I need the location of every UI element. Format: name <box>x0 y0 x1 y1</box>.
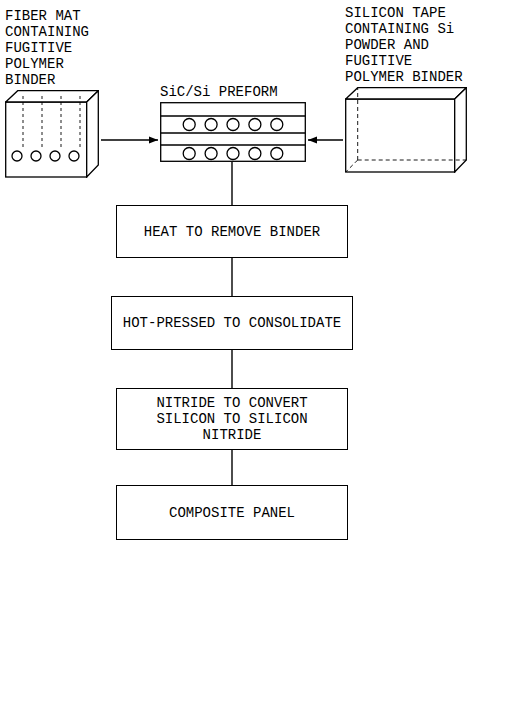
fiber-end <box>183 148 195 160</box>
front-face <box>346 99 455 172</box>
process-label: HOT-PRESSED TO CONSOLIDATE <box>123 315 341 331</box>
fiber-line <box>80 96 81 148</box>
fiber-end <box>205 119 217 131</box>
process-box: HEAT TO REMOVE BINDER <box>116 205 348 258</box>
fiber-end <box>12 151 22 161</box>
process-label: COMPOSITE PANEL <box>169 505 295 521</box>
illustrated-node: SILICON TAPE CONTAINING Si POWDER AND FU… <box>345 5 467 173</box>
top-face <box>346 88 467 99</box>
fiber-end <box>183 119 195 131</box>
fiber-line <box>42 96 43 148</box>
process-box: HOT-PRESSED TO CONSOLIDATE <box>111 296 353 350</box>
process-box: COMPOSITE PANEL <box>116 485 348 540</box>
ply-line <box>161 132 306 133</box>
hidden-edge <box>346 160 358 172</box>
fiber-line <box>23 96 24 148</box>
process-label: NITRIDE TO CONVERT SILICON TO SILICON NI… <box>127 395 337 443</box>
connector <box>231 450 232 485</box>
node-heading: SiC/Si PREFORM <box>160 84 306 100</box>
preform-outline <box>161 103 306 162</box>
node-heading: FIBER MAT CONTAINING FUGITIVE POLYMER BI… <box>5 8 99 88</box>
connector <box>308 139 343 140</box>
fiber-end <box>69 151 79 161</box>
process-label: HEAT TO REMOVE BINDER <box>144 224 320 240</box>
side-face <box>87 91 99 177</box>
node-heading: SILICON TAPE CONTAINING Si POWDER AND FU… <box>345 5 467 85</box>
fiber-end <box>50 151 60 161</box>
illustrated-node: SiC/Si PREFORM <box>160 84 306 162</box>
connector <box>231 350 232 388</box>
process-box: NITRIDE TO CONVERT SILICON TO SILICON NI… <box>116 388 348 450</box>
connector <box>231 258 232 296</box>
mat-figure <box>5 90 99 178</box>
preform-figure <box>160 102 306 162</box>
fiber-end <box>249 119 261 131</box>
fiber-end <box>227 148 239 160</box>
ply-line <box>161 115 306 116</box>
fiber-end <box>227 119 239 131</box>
tape-figure <box>345 87 467 173</box>
fiber-end <box>271 148 283 160</box>
hidden-edge <box>358 160 467 161</box>
hidden-edge <box>357 88 358 160</box>
illustrated-node: FIBER MAT CONTAINING FUGITIVE POLYMER BI… <box>5 8 99 178</box>
connector <box>101 139 158 140</box>
fiber-line <box>61 96 62 148</box>
fiber-end <box>249 148 261 160</box>
top-face <box>6 91 99 102</box>
fiber-end <box>271 119 283 131</box>
fiber-end <box>205 148 217 160</box>
front-face <box>6 102 87 177</box>
connector <box>231 162 232 205</box>
side-face <box>455 88 467 172</box>
ply-line <box>161 144 306 145</box>
fiber-end <box>31 151 41 161</box>
